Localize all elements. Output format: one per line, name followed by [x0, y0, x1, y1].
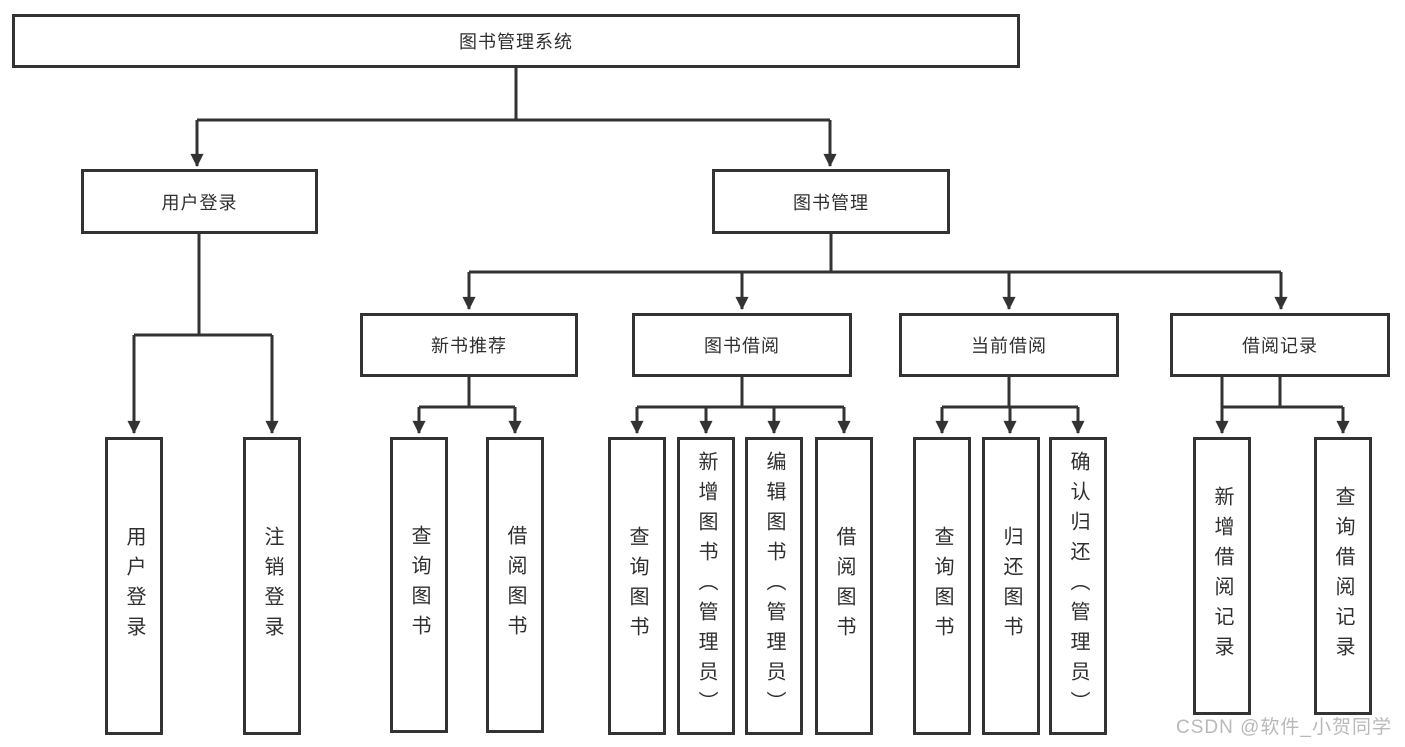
- node-current-borrowing: 当前借阅: [899, 313, 1119, 377]
- leaf-query-books-1: 查询图书: [390, 437, 448, 733]
- node-library-system: 图书管理系统: [12, 14, 1020, 68]
- node-user-login: 用户登录: [81, 169, 318, 234]
- leaf-borrow-books-2: 借阅图书: [815, 437, 873, 735]
- connector-root-to-level2: [190, 68, 837, 168]
- leaf-confirm-return-admin: 确认归还（管理员）: [1049, 437, 1107, 735]
- watermark: CSDN @软件_小贺同学: [1176, 717, 1392, 738]
- leaf-user-login: 用户登录: [105, 437, 163, 735]
- leaf-query-books-3: 查询图书: [913, 437, 971, 735]
- leaf-edit-books-admin: 编辑图书（管理员）: [745, 437, 803, 735]
- leaf-logout: 注销登录: [243, 437, 301, 735]
- leaf-add-borrow-record: 新增借阅记录: [1193, 437, 1251, 715]
- connector-new-book-children: [412, 377, 522, 435]
- node-book-borrowing: 图书借阅: [632, 313, 852, 377]
- leaf-return-books: 归还图书: [982, 437, 1040, 735]
- node-new-book-recommendation: 新书推荐: [360, 313, 578, 377]
- leaf-query-borrow-record: 查询借阅记录: [1314, 437, 1372, 715]
- connector-borrowing-records-children: [1215, 377, 1350, 435]
- node-book-management: 图书管理: [712, 169, 950, 234]
- connector-book-management-children: [462, 234, 1288, 311]
- connector-user-login-children: [127, 234, 279, 435]
- leaf-query-books-2: 查询图书: [608, 437, 666, 735]
- leaf-borrow-books-1: 借阅图书: [486, 437, 544, 733]
- leaf-add-books-admin: 新增图书（管理员）: [677, 437, 735, 735]
- connector-current-borrowing-children: [935, 377, 1085, 435]
- node-borrowing-records: 借阅记录: [1170, 313, 1390, 377]
- connector-book-borrowing-children: [630, 377, 851, 435]
